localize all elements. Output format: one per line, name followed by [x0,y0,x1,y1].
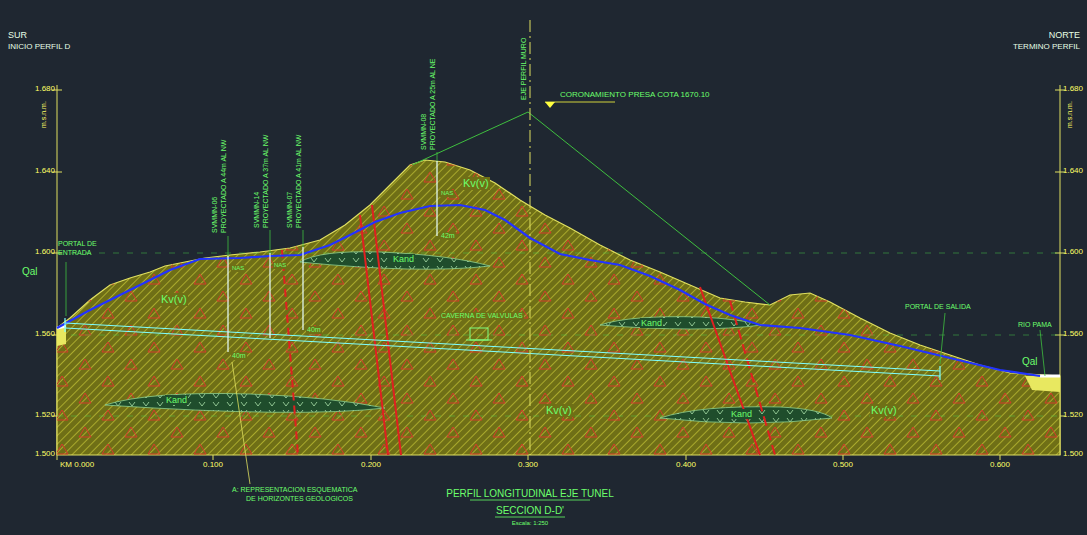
borehole-note: PROYECTADO A 44m AL NW [220,140,228,233]
borehole-note: PROYECTADO A 41m AL NW [295,135,303,228]
water-level-mark: NAS [440,190,454,197]
crest-elevation: CORONAMIENTO PRESA COTA 1670.10 [560,90,710,99]
elevation-value: 1.680 [35,84,55,93]
formation-label: Kv(v) [870,404,898,417]
direction-label: NORTE [1049,30,1080,40]
chainage-value: 0.300 [518,460,538,469]
borehole-note: PROYECTADO A 37m AL NW [262,135,270,228]
depth-label: 40m [231,352,247,360]
chainage-value: 0.400 [676,460,696,469]
elevation-value: 1.560 [35,329,55,338]
water-level-mark: NAS [231,265,245,272]
chainage-value: 0.100 [203,460,223,469]
elevation-value: 1.500 [35,449,55,458]
elevation-value: 1.600 [35,247,55,256]
borehole-note: PROYECTADO A 25m AL NE [429,59,437,150]
borehole-id: SVMMN-14 [253,192,261,228]
axis-label: EJE PERFIL MURO [520,38,528,100]
formation-label: Kand [640,318,663,328]
borehole-id: SVMMN-06 [211,197,219,233]
scale-note: Escala: 1:250 [512,520,548,527]
profile-end: TERMINO PERFIL [1013,42,1080,51]
elevation-unit: m.s.n.m. [40,101,48,128]
water-level-mark: NAS [273,262,287,269]
chainage-value: 0.500 [833,460,853,469]
formation-label: Kv(v) [160,293,188,306]
section-caption: SECCION D-D' [496,505,564,517]
profile-start: INICIO PERFIL D [8,42,70,51]
drawing-title: PERFIL LONGITUDINAL EJE TUNEL [446,488,613,500]
elevation-value: 1.500 [1063,449,1083,458]
portal-label: PORTAL DE [58,240,97,248]
elevation-value: 1.520 [35,410,55,419]
borehole-id: SVMMN-08 [420,114,428,150]
borehole-id: SVMMN-07 [286,192,294,228]
elevation-value: 1.600 [1063,247,1083,256]
unit-label: Qal [1022,356,1038,368]
portal-label: ENTRADA [58,249,91,257]
formation-label: Kand [730,409,753,419]
direction-label: SUR [8,30,27,40]
river-label: RIO PAMA [1018,321,1052,329]
elevation-value: 1.520 [1063,410,1083,419]
note-text: A: REPRESENTACION ESQUEMATICA [232,486,357,494]
elevation-unit: m.s.n.m. [1066,101,1074,128]
depth-label: 40m [306,326,322,334]
chainage-value: 0.200 [361,460,381,469]
formation-label: Kv(v) [462,177,490,190]
note-text: DE HORIZONTES GEOLOGICOS [246,495,353,503]
elevation-value: 1.640 [1063,166,1083,175]
formation-label: Kv(v) [545,404,573,417]
elevation-value: 1.680 [1063,84,1083,93]
depth-label: 42m [440,232,456,240]
unit-label: Qal [22,266,38,278]
formation-label: Kand [165,395,188,405]
portal-label: PORTAL DE SALIDA [905,303,971,311]
elevation-value: 1.640 [35,166,55,175]
chainage-value: KM 0.000 [60,460,94,469]
formation-label: Kand [392,254,415,264]
chainage-value: 0.600 [990,460,1010,469]
structure-label: CAVERNA DE VALVULAS [440,312,524,320]
elevation-value: 1.560 [1063,329,1083,338]
